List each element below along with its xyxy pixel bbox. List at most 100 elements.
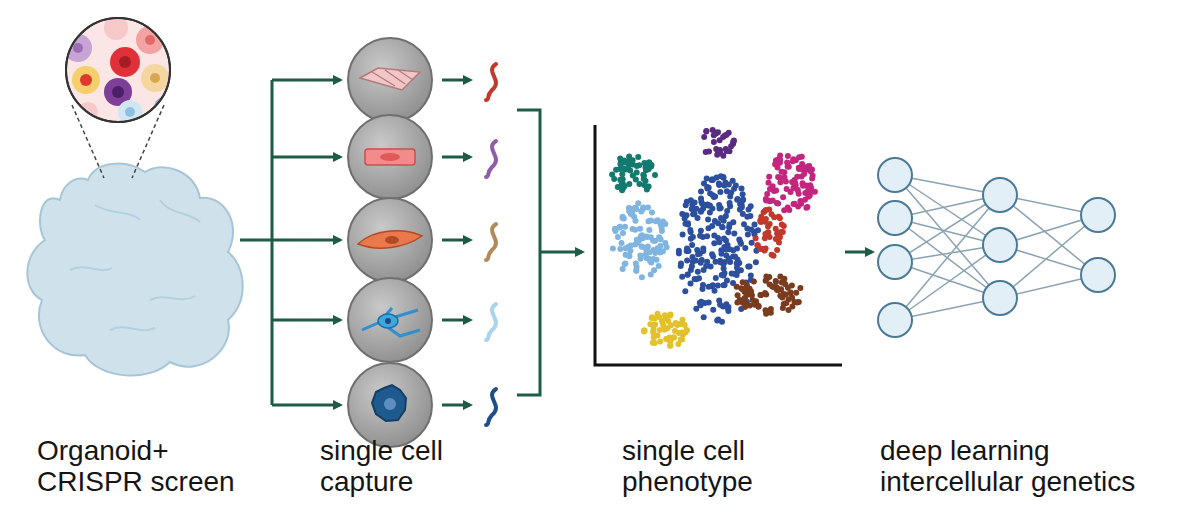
scatter-dot: [727, 200, 733, 206]
scatter-dot: [632, 227, 638, 233]
scatter-dot: [635, 200, 641, 206]
scatter-dot: [709, 206, 715, 212]
scatter-dot: [778, 229, 784, 235]
scatter-dot: [734, 284, 740, 290]
scatter-dot: [714, 317, 720, 323]
scatter-dot: [795, 187, 801, 193]
scatter-dot: [678, 263, 684, 269]
scatter-dot: [713, 259, 719, 265]
scatter-dot: [617, 246, 623, 252]
scatter-dot: [777, 157, 783, 163]
scatter-dot: [679, 274, 685, 280]
scatter-dot: [766, 174, 772, 180]
scatter-dot: [712, 193, 718, 199]
scatter-dot: [800, 183, 806, 189]
scatter-dot: [740, 191, 746, 197]
scatter-dot: [711, 139, 717, 145]
scatter-dot: [726, 224, 732, 230]
scatter-dot: [725, 229, 731, 235]
scatter-dot: [697, 233, 703, 239]
scatter-dot: [619, 171, 625, 177]
neural-network: [878, 158, 1115, 337]
scatter-dot: [743, 285, 749, 291]
zoom-cells: [64, 16, 178, 124]
scatter-dot: [668, 343, 674, 349]
scatter-dot: [640, 172, 646, 178]
scatter-dot: [804, 204, 810, 210]
scatter-dot: [621, 216, 627, 222]
nn-neuron: [983, 228, 1017, 262]
scatter-dot: [663, 336, 669, 342]
scatter-dot: [748, 273, 754, 279]
scatter-dot: [659, 225, 665, 231]
scatter-dot: [671, 335, 677, 341]
scatter-dot: [753, 259, 759, 265]
scatter-dot: [688, 281, 694, 287]
scatter-dot: [749, 240, 755, 246]
scatter-dot: [799, 154, 805, 160]
scatter-dot: [684, 327, 690, 333]
scatter-dot: [615, 234, 621, 240]
scatter-dot: [770, 197, 776, 203]
scatter-dot: [777, 215, 783, 221]
scatter-dot: [788, 189, 794, 195]
scatter-dot: [785, 285, 791, 291]
scatter-dot: [744, 226, 750, 232]
scatter-dot: [657, 338, 663, 344]
scatter-dot: [656, 263, 662, 269]
stage-label: single cell phenotype: [622, 435, 782, 497]
scatter-dot: [619, 240, 625, 246]
scatter-dot: [763, 196, 769, 202]
nn-neuron: [983, 178, 1017, 212]
scatter-dot: [652, 340, 658, 346]
scatter-dot: [722, 282, 728, 288]
scatter-dot: [731, 138, 737, 144]
scatter-dot: [736, 260, 742, 266]
scatter-dot: [667, 343, 673, 349]
branch-arrows: [240, 80, 872, 405]
scatter-dot: [648, 259, 654, 265]
scatter-dot: [717, 137, 723, 143]
scatter-dot: [698, 260, 704, 266]
scatter-dot: [701, 314, 707, 320]
scatter-dot: [786, 307, 792, 313]
scatter-dot: [762, 231, 768, 237]
scatter-dot: [685, 272, 691, 278]
nn-neuron: [878, 158, 912, 192]
scatter-dot: [774, 247, 780, 253]
scatter-dot: [792, 180, 798, 186]
scatter-dot: [711, 233, 717, 239]
scatter-dot: [773, 278, 779, 284]
scatter-dot: [679, 211, 685, 217]
stage-label: Organoid+ CRISPR screen: [37, 435, 252, 497]
scatter-dot: [668, 312, 674, 318]
scatter-dot: [655, 311, 661, 317]
scatter-dot: [709, 251, 715, 257]
scatter-dot: [716, 181, 722, 187]
scatter-dot: [650, 330, 656, 336]
scatter-dot: [773, 279, 779, 285]
scatter-dot: [633, 218, 639, 224]
scatter-dot: [779, 169, 785, 175]
scatter-dot: [652, 172, 658, 178]
scatter-dot: [637, 252, 643, 258]
scatter-dot: [780, 194, 786, 200]
scatter-dot: [742, 245, 748, 251]
scatter-dot: [739, 185, 745, 191]
scatter-dot: [765, 223, 771, 229]
scatter-dot: [626, 208, 632, 214]
scatter-dot: [620, 230, 626, 236]
scatter-dot: [719, 272, 725, 278]
scatter-dot: [632, 242, 638, 248]
scatter-dot: [664, 244, 670, 250]
scatter-dot: [799, 161, 805, 167]
scatter-dot: [626, 253, 632, 259]
scatter-dot: [645, 244, 651, 250]
scatter-dot: [724, 132, 730, 138]
scatter-dot: [762, 290, 768, 296]
scatter-dot: [716, 239, 722, 245]
scatter-dot: [776, 240, 782, 246]
scatter-dot: [766, 180, 772, 186]
scatter-dot: [679, 337, 685, 343]
scatter-dot: [650, 322, 656, 328]
